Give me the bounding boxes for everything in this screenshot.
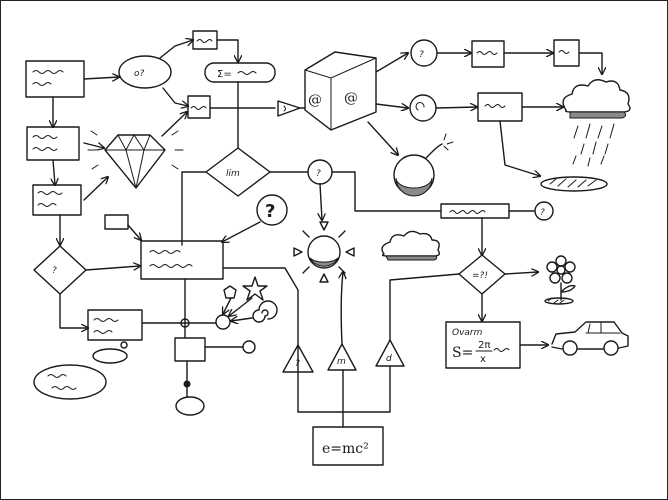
- circle-right: [534, 201, 554, 221]
- arrow-decision-to-mid: [85, 266, 140, 271]
- triangle-right-label: d: [386, 354, 392, 364]
- arrow-star: [229, 297, 253, 316]
- decision-right: =?!: [458, 254, 506, 295]
- cube-spiral-left: @: [308, 92, 322, 108]
- arrow-cube-right: [375, 104, 408, 108]
- triangle-mid-label: m: [337, 357, 346, 367]
- box-top-right-1: [471, 40, 505, 68]
- bomb-icon: [393, 133, 454, 197]
- decision-left: ?: [33, 245, 87, 295]
- arrow-decision-down: [59, 293, 88, 328]
- arrow-ellipse-down: [162, 87, 188, 106]
- formula-box-line1: Ovarm: [452, 328, 483, 338]
- decision-top-label: lim: [226, 169, 240, 179]
- cube-icon: @ @: [304, 51, 377, 131]
- line-circle-right: [331, 171, 441, 212]
- arrow-cube-up: [375, 53, 408, 73]
- formula-emc2-text: e=mc²: [322, 441, 369, 457]
- arrow-spiral: [231, 318, 253, 321]
- circle-top-right-label: ?: [419, 50, 424, 60]
- arrow-to-box-mid-right: [435, 107, 477, 108]
- dot-lower: [183, 380, 191, 388]
- triangle-left: ?: [282, 344, 314, 373]
- line-decision-left-down: [389, 273, 460, 341]
- decision-left-label: ?: [52, 266, 57, 276]
- arrow-small-to-main: [127, 224, 141, 240]
- circle-mid-right: [409, 94, 437, 122]
- box-bottom-left: [87, 309, 143, 341]
- triangle-flag: [277, 100, 301, 117]
- line-main-right: [222, 267, 299, 413]
- triangle-mid: m: [327, 343, 357, 371]
- triangle-right: d: [375, 339, 405, 367]
- formula-box-eq: S=: [452, 345, 473, 361]
- decision-right-label: =?!: [472, 271, 488, 281]
- circle-center-label: ?: [316, 169, 321, 179]
- car-icon: [551, 321, 629, 356]
- question-bubble-icon: ?: [256, 194, 288, 226]
- box-label-right: [440, 203, 510, 219]
- thought-bubble: [33, 341, 128, 400]
- formula-box: Ovarm S= 2π x: [445, 321, 521, 369]
- small-box-top: [192, 30, 218, 50]
- box-left-2: [26, 126, 80, 161]
- box-top-left: [25, 60, 85, 98]
- diamond-gem-icon: [87, 130, 184, 189]
- arrow-circle-to-sun: [320, 183, 322, 220]
- arrow-box-to-gem: [83, 142, 104, 148]
- flower-icon: [544, 255, 576, 305]
- triangle-left-label: ?: [295, 359, 300, 369]
- hub-circle: [215, 314, 231, 330]
- question-mark: ?: [265, 201, 275, 222]
- arrow-pentagon: [223, 297, 232, 314]
- circle-mid-glyph: [415, 102, 425, 111]
- box-left-3: [32, 184, 82, 216]
- arrow-gem-to-box: [161, 112, 187, 137]
- arrow-box3-to-gem: [83, 177, 108, 201]
- formula-box-den: x: [480, 354, 486, 365]
- line-bottom-connector: [297, 365, 391, 413]
- rain-cloud-icon: [540, 79, 631, 192]
- line-decision-left: [181, 171, 207, 246]
- junction-circle: [141, 318, 217, 328]
- decision-top: lim: [205, 147, 271, 197]
- arrow-box-to-ellipse: [83, 77, 119, 79]
- arrow-triangle-to-sun: [341, 272, 343, 345]
- sun-icon: [293, 221, 355, 283]
- formula-emc2: e=mc²: [312, 426, 384, 466]
- arrow-left-2: [53, 159, 55, 185]
- ellipse-question: o?: [118, 55, 172, 89]
- box-top-right-2: [553, 39, 580, 67]
- pentagon-icon: [223, 285, 237, 299]
- sigma-node: Σ=: [204, 62, 276, 83]
- spiral-icon: [252, 300, 278, 323]
- cloud-icon: [381, 230, 441, 261]
- main-box-center: [140, 240, 224, 280]
- arrow-question-to-box: [222, 221, 261, 242]
- arrow-to-puddle: [499, 120, 540, 176]
- arrow-small-box-down: [216, 39, 238, 62]
- box-mid-right: [477, 92, 523, 122]
- circle-top-right: [410, 39, 438, 67]
- arrow-ellipse-up: [159, 40, 193, 59]
- circle-right-label: ?: [540, 208, 545, 218]
- svg-text:o?: o?: [134, 69, 145, 79]
- sigma-label: Σ=: [217, 69, 232, 80]
- arrow-decision-to-flower: [504, 272, 538, 274]
- small-box-mid: [187, 95, 211, 119]
- arrow-cube-bomb: [367, 121, 398, 155]
- arrow-to-rain: [578, 52, 602, 74]
- lower-box: [174, 337, 206, 362]
- small-circle-right: [242, 340, 256, 354]
- ellipse-bottom: [175, 396, 205, 416]
- formula-box-num: 2π: [478, 340, 490, 351]
- star-icon: [242, 276, 268, 301]
- small-box-left-mid: [104, 214, 129, 230]
- cube-spiral-right: @: [344, 90, 358, 106]
